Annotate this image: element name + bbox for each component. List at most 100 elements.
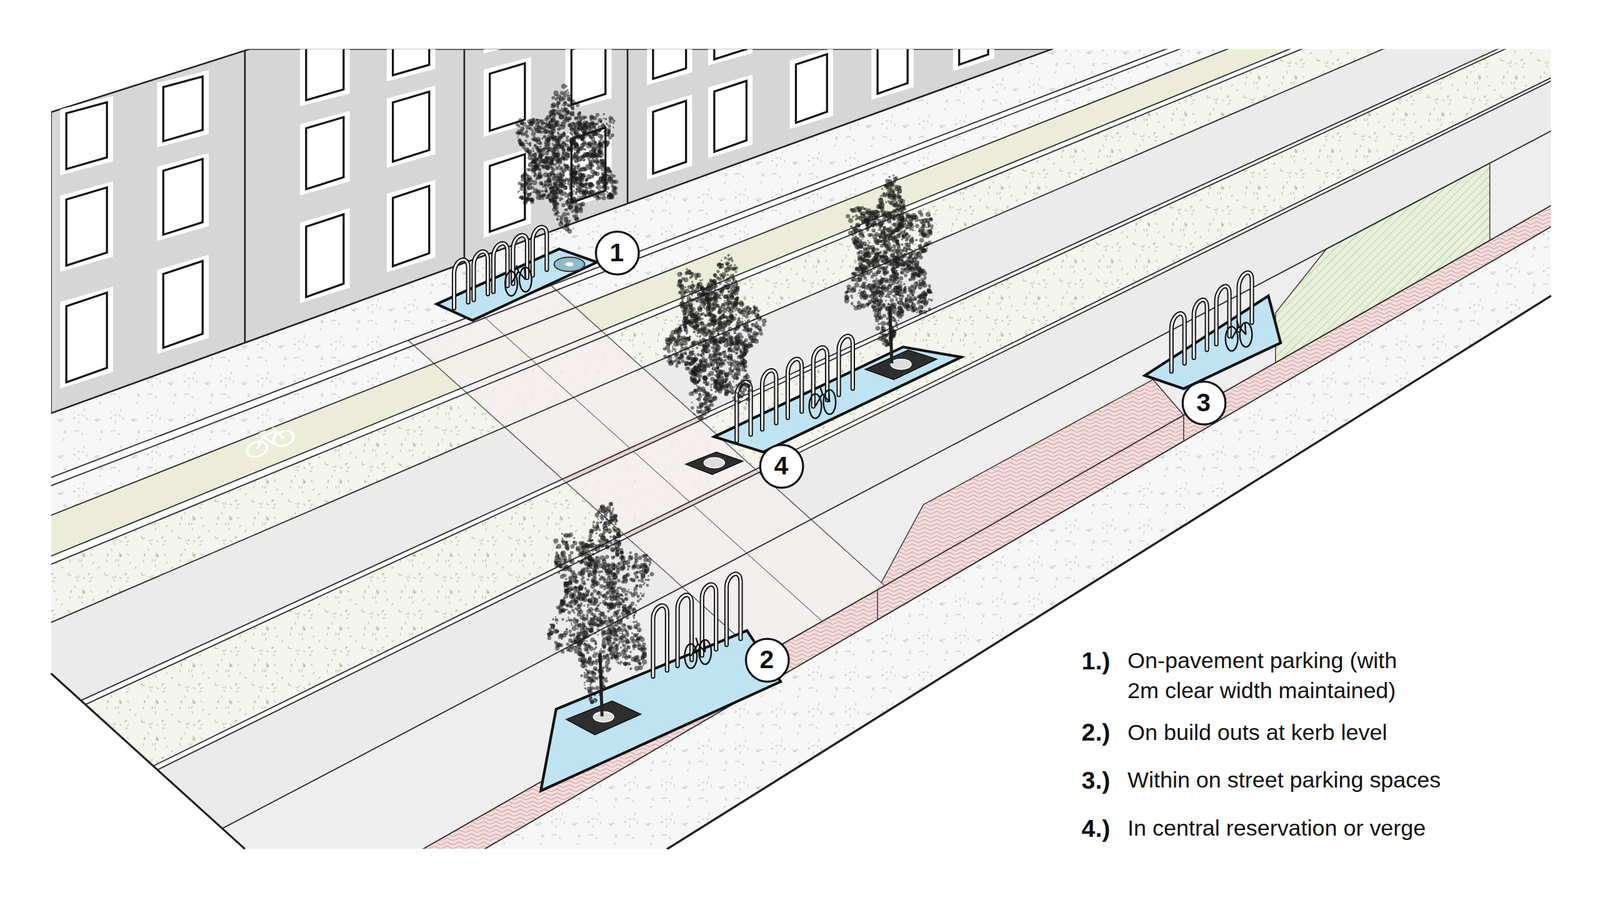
leaf-dot xyxy=(551,95,555,100)
leaf-dot xyxy=(603,113,606,116)
leaf-dot xyxy=(598,161,600,163)
leaf-dot xyxy=(596,163,600,167)
leaf-dot xyxy=(568,221,571,224)
leaf-dot xyxy=(701,278,704,280)
window xyxy=(795,0,827,34)
leaf-dot xyxy=(560,145,564,149)
window xyxy=(490,0,525,48)
leaf-dot xyxy=(582,130,587,134)
leaf-dot xyxy=(546,150,549,153)
leaf-dot xyxy=(598,148,600,150)
leaf-dot xyxy=(601,140,607,145)
leaf-dot xyxy=(530,182,533,185)
leaf-dot xyxy=(726,273,730,277)
leaf-dot xyxy=(563,163,566,165)
leaf-dot xyxy=(561,107,564,110)
tree-grate-ring xyxy=(890,359,912,370)
leaf-dot xyxy=(541,137,544,140)
leaf-dot xyxy=(579,202,584,207)
leaf-dot xyxy=(564,191,567,194)
leaf-dot xyxy=(585,116,587,119)
leaf-dot xyxy=(605,186,610,190)
leaf-dot xyxy=(532,180,538,185)
leaf-dot xyxy=(567,123,572,127)
leaf-dot xyxy=(566,211,570,215)
leaf-dot xyxy=(544,135,546,137)
leaf-dot xyxy=(566,181,571,185)
leaf-dot xyxy=(530,197,535,202)
leaf-dot xyxy=(550,170,555,175)
leaf-dot xyxy=(561,168,566,174)
window xyxy=(163,158,203,235)
leaf-dot xyxy=(595,113,600,117)
leaf-dot xyxy=(576,181,579,185)
leaf-dot xyxy=(586,127,589,129)
leaf-dot xyxy=(593,158,595,161)
leaf-dot xyxy=(564,179,567,182)
leaf-dot xyxy=(590,136,595,142)
leaf-dot xyxy=(535,177,539,181)
leaf-dot xyxy=(571,98,575,102)
leaf-dot xyxy=(572,140,578,146)
leaf-dot xyxy=(544,117,549,122)
leaf-dot xyxy=(558,109,562,113)
leaf-dot xyxy=(565,90,567,92)
window xyxy=(66,102,107,170)
leaf-dot xyxy=(571,111,574,114)
leaf-dot xyxy=(576,177,579,180)
leaf-dot xyxy=(578,208,584,214)
leaf-dot xyxy=(576,187,582,193)
leaf-dot xyxy=(589,125,594,130)
leaf-dot xyxy=(608,130,612,133)
leaf-dot xyxy=(566,91,570,94)
leaf-dot xyxy=(558,165,561,168)
leaf-dot xyxy=(572,227,574,229)
leaf-dot xyxy=(576,150,579,153)
leaf-dot xyxy=(554,192,557,195)
leaf-dot xyxy=(561,110,565,113)
leaf-dot xyxy=(546,177,552,183)
leaf-dot xyxy=(735,313,737,316)
leaf-dot xyxy=(559,171,562,174)
leaf-dot xyxy=(585,153,589,158)
leaf-dot xyxy=(539,145,542,149)
leaf-dot xyxy=(747,393,751,397)
leaf-dot xyxy=(585,183,588,186)
leaf-dot xyxy=(601,176,605,180)
leaf-dot xyxy=(530,120,535,125)
leaf-dot xyxy=(598,155,601,158)
leaf-dot xyxy=(745,396,750,402)
leaf-dot xyxy=(559,218,564,222)
leaf-dot xyxy=(568,110,570,112)
leaf-dot xyxy=(561,83,567,89)
leaf-dot xyxy=(561,121,567,127)
leaf-dot xyxy=(570,101,574,105)
leaf-dot xyxy=(733,350,736,354)
leaf-dot xyxy=(566,165,569,167)
leaf-dot xyxy=(558,212,560,214)
leaf-dot xyxy=(523,177,526,180)
leaf-dot xyxy=(560,221,564,224)
leaf-dot xyxy=(519,141,525,147)
leaf-dot xyxy=(578,195,584,200)
window-surround xyxy=(1014,0,1055,50)
leaf-dot xyxy=(531,131,536,137)
leaf-dot xyxy=(580,123,585,129)
leaf-dot xyxy=(589,114,594,119)
leaf-dot xyxy=(550,103,554,106)
leaf-dot xyxy=(518,138,522,141)
leaf-dot xyxy=(576,210,579,213)
window xyxy=(393,185,430,266)
leaf-dot xyxy=(545,165,550,170)
leaf-dot xyxy=(583,148,587,151)
leaf-dot xyxy=(523,200,528,205)
window xyxy=(306,214,344,297)
leaf-dot xyxy=(543,141,547,145)
leaf-dot xyxy=(567,118,570,122)
leaf-dot xyxy=(538,167,542,171)
window xyxy=(653,15,687,79)
leaf-dot xyxy=(746,379,749,382)
leaf-dot xyxy=(536,136,541,142)
window xyxy=(306,38,344,101)
leaf-dot xyxy=(557,150,560,152)
